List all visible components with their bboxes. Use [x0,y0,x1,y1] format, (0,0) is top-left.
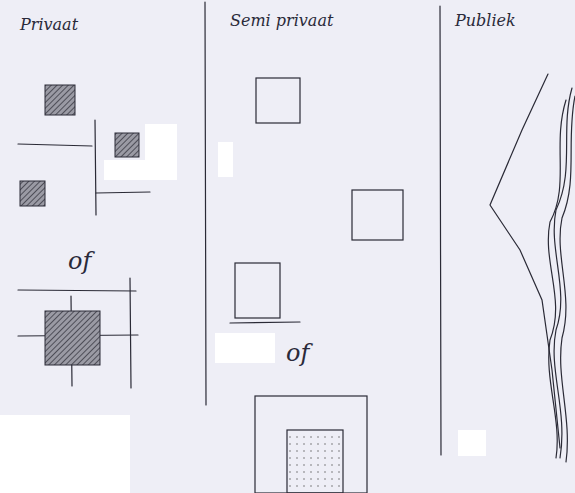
grid-line [18,290,136,291]
dotted-fill [288,431,342,492]
open-square [352,190,403,240]
street-line [560,96,575,462]
hatched-square [20,181,45,206]
plot-line [18,144,92,146]
white-patch [0,415,130,493]
column-divider [440,6,441,455]
column-divider [205,2,206,405]
plot-line [95,120,96,215]
or-note: of [68,248,91,274]
hatched-square [45,311,100,365]
open-square [287,430,343,493]
grid-line [130,278,131,388]
open-square [235,263,280,318]
white-patch [215,333,275,363]
open-square [256,78,300,123]
plot-line [96,192,150,193]
plot-line [230,322,300,323]
white-patch [458,430,486,456]
street-line [548,100,566,458]
or-note: of [286,340,309,366]
white-patch [104,160,174,180]
hatched-square [45,85,75,115]
open-square [255,396,367,493]
column-heading: Semi privaat [230,12,333,30]
column-heading: Privaat [20,16,78,34]
white-patch [218,142,233,177]
hatched-square [115,133,139,157]
column-heading: Publiek [455,12,516,30]
